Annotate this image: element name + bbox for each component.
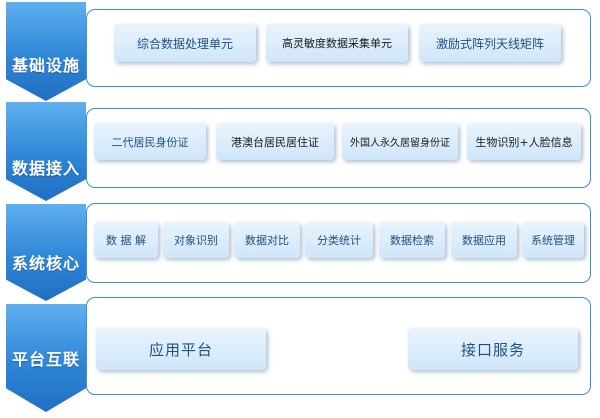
item-data-comparison[interactable]: 数据对比: [234, 222, 300, 258]
layer-platform-interconnect-chevron: 平台互联: [6, 304, 86, 412]
item-biometric-face-info[interactable]: 生物识别+人脸信息: [467, 123, 581, 160]
item-hk-macao-taiwan-residence-permit[interactable]: 港澳台居民居住证: [216, 123, 334, 160]
item-excited-array-antenna-matrix[interactable]: 激励式阵列天线矩阵: [419, 24, 561, 62]
layer-data-access-chevron: 数据接入: [6, 102, 86, 201]
layer-system-core-chevron: 系统核心: [6, 204, 86, 301]
item-second-gen-resident-id[interactable]: 二代居民身份证: [94, 123, 206, 160]
layer-system-core-label: 系统核心: [11, 254, 80, 273]
item-foreigner-permanent-residence-id[interactable]: 外国人永久居留身份证: [342, 123, 458, 160]
item-data-parsing[interactable]: 数 据 解: [94, 222, 158, 258]
item-application-platform[interactable]: 应用平台: [96, 328, 266, 370]
item-data-retrieval[interactable]: 数据检索: [379, 222, 445, 258]
item-object-recognition[interactable]: 对象识别: [163, 222, 229, 258]
layer-platform-interconnect-label: 平台互联: [11, 350, 80, 369]
layer-infrastructure-label: 基础设施: [11, 56, 80, 75]
item-system-management[interactable]: 系统管理: [522, 222, 584, 258]
item-classification-statistics[interactable]: 分类统计: [305, 222, 373, 258]
layer-data-access-label: 数据接入: [11, 159, 80, 178]
layer-infrastructure-chevron: 基础设施: [6, 2, 86, 101]
item-integrated-data-processing-unit[interactable]: 综合数据处理单元: [114, 24, 256, 62]
item-high-sensitivity-data-acquisition-unit[interactable]: 高灵敏度数据采集单元: [266, 24, 408, 62]
item-interface-service[interactable]: 接口服务: [408, 328, 578, 370]
item-data-application[interactable]: 数据应用: [451, 222, 517, 258]
